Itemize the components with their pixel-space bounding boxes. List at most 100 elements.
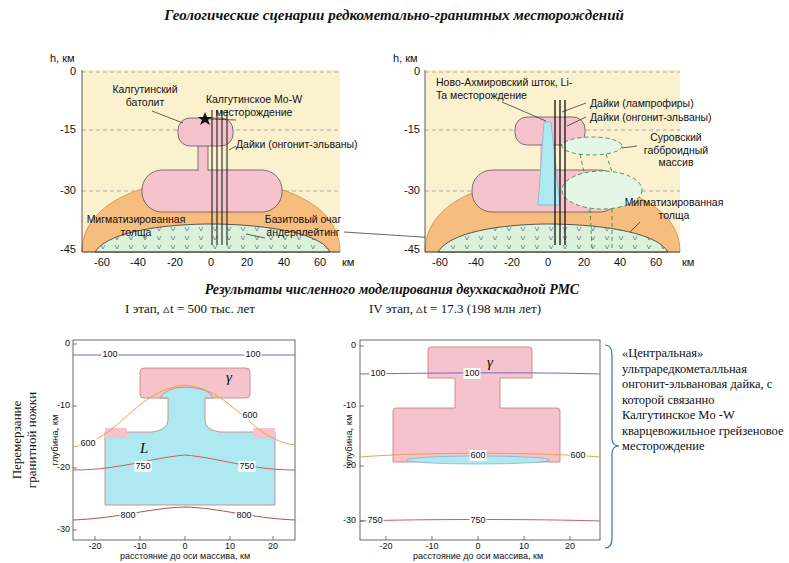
model-plot-right bbox=[570, 536, 571, 540]
axis-title: глубина, км bbox=[49, 415, 60, 466]
section-right bbox=[555, 100, 565, 245]
tick-label: -10 bbox=[133, 541, 146, 552]
model-plot-right bbox=[386, 536, 387, 540]
tick-label: 0 bbox=[351, 340, 356, 351]
model-plot-left bbox=[105, 428, 127, 438]
axis-title: h, км bbox=[50, 52, 75, 65]
section-left bbox=[198, 143, 208, 173]
model-plot-left bbox=[73, 530, 77, 531]
isotherm-label: 600 bbox=[79, 438, 96, 449]
model-plot-right bbox=[524, 536, 525, 540]
bracket bbox=[605, 345, 619, 548]
model-plot-left bbox=[73, 344, 273, 540]
model-plot-right bbox=[432, 536, 433, 540]
tick-label: -15 bbox=[60, 123, 76, 136]
model-plot-right bbox=[360, 340, 600, 540]
section-left bbox=[152, 111, 468, 240]
section-left bbox=[82, 70, 468, 252]
axis-title: расстояние до оси массива, км bbox=[120, 551, 250, 562]
section-right bbox=[590, 209, 612, 248]
isotherm-label: 600 bbox=[569, 450, 586, 461]
section-right bbox=[567, 117, 586, 126]
tick-label: -45 bbox=[60, 243, 76, 256]
tick-label: -30 bbox=[343, 515, 356, 526]
tick-label: -60 bbox=[432, 256, 448, 269]
model-plot-right bbox=[478, 536, 479, 540]
tick-label: -20 bbox=[343, 460, 356, 471]
phase-symbol: γ bbox=[226, 369, 232, 385]
model-plot-right bbox=[360, 340, 600, 540]
model-plot-left bbox=[140, 536, 141, 540]
model-plot-right bbox=[393, 347, 560, 462]
tick-label: 10 bbox=[519, 541, 529, 552]
section-right bbox=[562, 137, 642, 248]
section-left bbox=[152, 111, 183, 123]
axis-unit: км bbox=[682, 256, 694, 269]
tick-label: -20 bbox=[57, 462, 70, 473]
section-heading: Результаты численного моделирования двух… bbox=[205, 281, 579, 298]
model-plot-left bbox=[73, 406, 77, 407]
tick-label: -10 bbox=[343, 400, 356, 411]
isotherm-label: 750 bbox=[238, 461, 255, 472]
axis-title: расстояние до оси массива, км bbox=[413, 551, 543, 562]
tick-label: -30 bbox=[60, 184, 76, 197]
tick-label: 60 bbox=[314, 256, 326, 269]
model-plot-left bbox=[73, 468, 77, 469]
model-plot-left bbox=[73, 355, 295, 520]
section-left bbox=[216, 110, 217, 245]
section-left bbox=[221, 110, 222, 245]
section-right bbox=[425, 72, 680, 73]
isotherm-label: 100 bbox=[244, 349, 261, 360]
callout-label: Мигматизированная толща bbox=[84, 213, 188, 238]
model-plot-left bbox=[230, 536, 231, 540]
model-plot-right bbox=[360, 346, 570, 540]
callout-label: Калгутинский батолит bbox=[100, 83, 190, 108]
section-right bbox=[538, 122, 560, 205]
section-right bbox=[622, 146, 637, 148]
tick-label: 40 bbox=[614, 256, 626, 269]
model-plot-left bbox=[95, 536, 96, 540]
model-plot-left bbox=[73, 455, 295, 470]
callout-label: Дайки (онгонит-эльваны) bbox=[590, 111, 712, 124]
model-plot-right bbox=[360, 373, 600, 521]
isotherm-label: 800 bbox=[235, 510, 252, 521]
section-left bbox=[82, 252, 340, 253]
model-plot-left bbox=[73, 340, 295, 540]
axis-title: глубина, км bbox=[343, 415, 354, 466]
callout-label: Базитовый очаг андерплейтинг bbox=[262, 213, 344, 238]
isotherm-label: 750 bbox=[469, 515, 486, 526]
phase-symbol: γ bbox=[487, 354, 493, 370]
isotherm-label: 800 bbox=[119, 510, 136, 521]
tick-label: 0 bbox=[70, 65, 76, 78]
model-plot-left bbox=[273, 536, 274, 540]
callout-label: Калгутинское Mo-W месторождение bbox=[196, 93, 312, 118]
phase-symbol: L bbox=[140, 440, 148, 456]
tick-label: -30 bbox=[57, 524, 70, 535]
callout-label: Ново-Ахмировский шток, Li-Ta месторожден… bbox=[436, 76, 576, 101]
section-right bbox=[559, 100, 560, 245]
model-plot-right bbox=[360, 466, 364, 467]
section-left bbox=[212, 110, 227, 245]
section-left bbox=[198, 145, 208, 171]
tick-label: -40 bbox=[468, 256, 484, 269]
model-plot-left bbox=[73, 385, 295, 447]
axis-unit: км bbox=[342, 256, 354, 269]
tick-label: 0 bbox=[475, 541, 480, 552]
axis-title: h, км bbox=[393, 52, 418, 65]
tick-label: 60 bbox=[650, 256, 662, 269]
tick-label: -20 bbox=[504, 256, 520, 269]
model-plot-right bbox=[360, 406, 364, 407]
isotherm-label: 600 bbox=[241, 410, 258, 421]
tick-label: 0 bbox=[208, 256, 214, 269]
tick-label: -20 bbox=[379, 541, 392, 552]
callout-label: Мигматизированная толща bbox=[622, 196, 726, 221]
tick-label: 10 bbox=[225, 541, 235, 552]
isotherm-label: 600 bbox=[469, 450, 486, 461]
callout-label: Дайки (онгонит-эльваны) bbox=[236, 138, 358, 151]
section-left bbox=[226, 110, 227, 245]
isotherm-label: 750 bbox=[366, 515, 383, 526]
section-left bbox=[211, 110, 212, 245]
callout-label: Суровский габброидный массив bbox=[638, 131, 714, 169]
title: Геологические сценарии редкометально-гра… bbox=[164, 6, 624, 24]
tick-label: -10 bbox=[425, 541, 438, 552]
